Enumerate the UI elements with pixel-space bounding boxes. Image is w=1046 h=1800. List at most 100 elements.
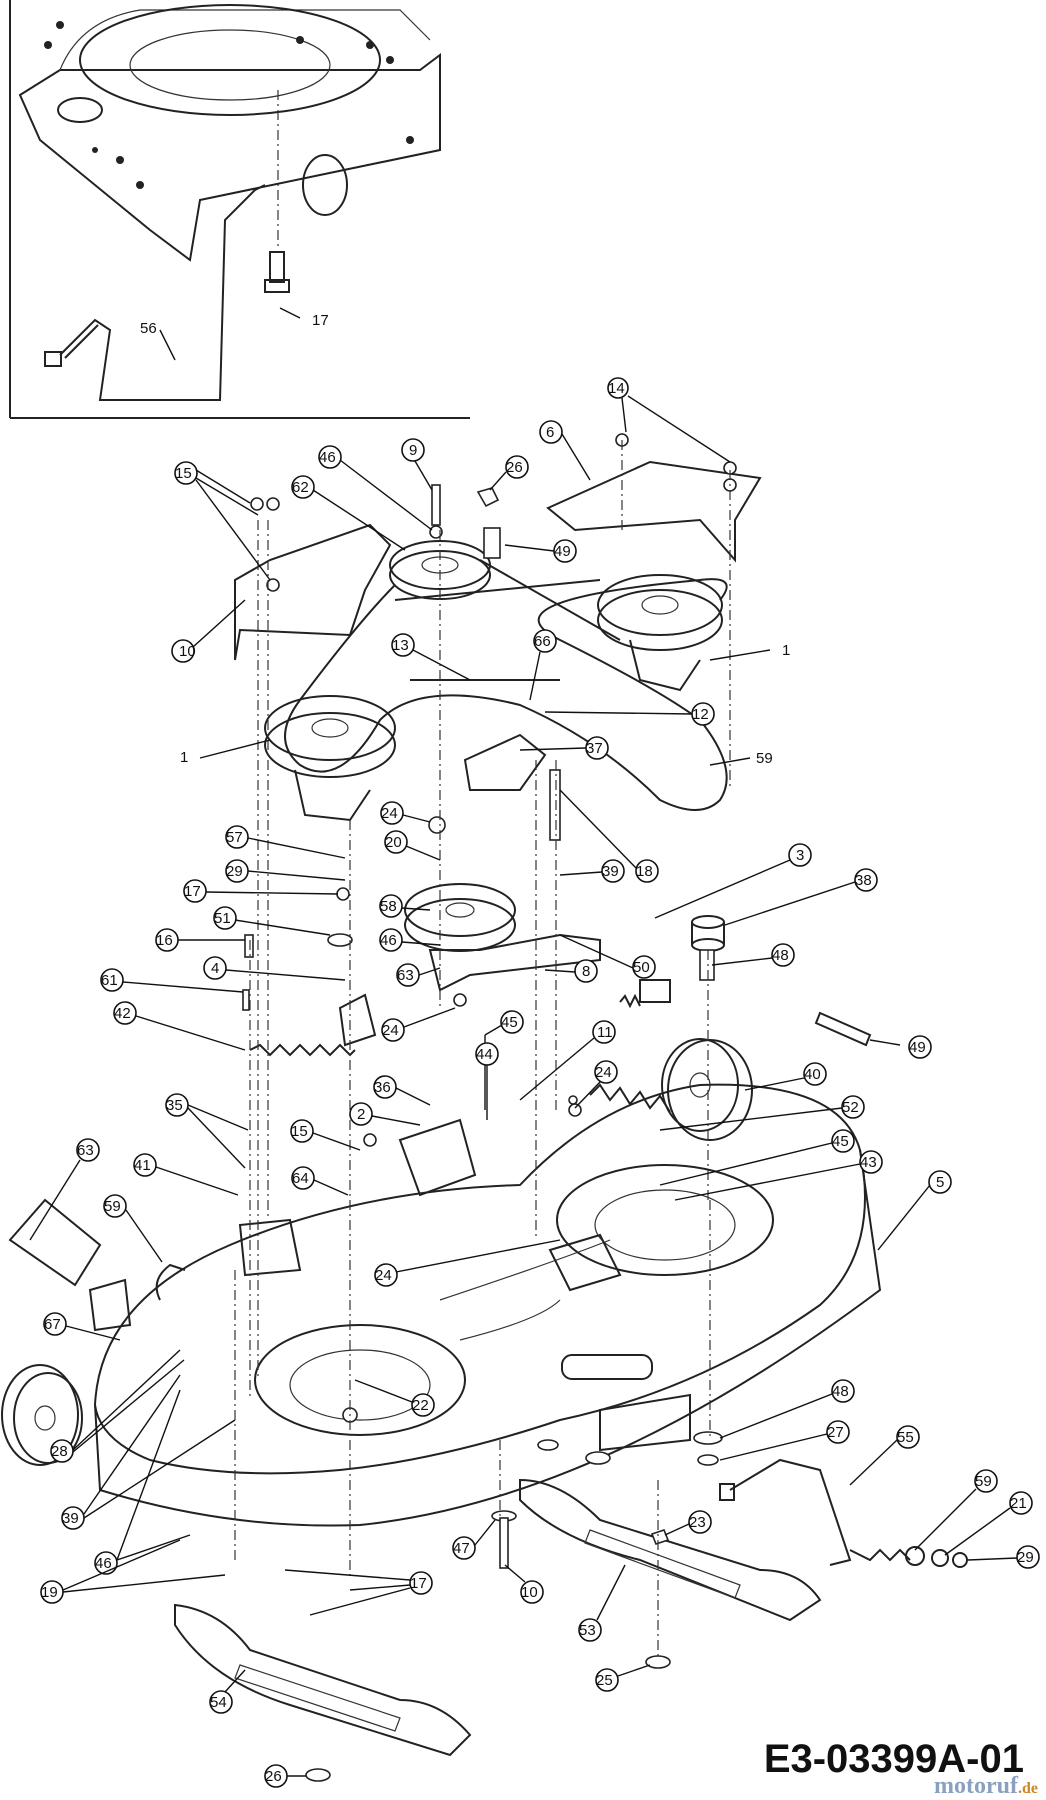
callout-labels: 56 17 14 6 15 26 9 46 62 49 10 13 66 1 1… (29, 307, 1040, 1788)
svg-text:51: 51 (214, 910, 231, 927)
callout-50-b: 50 (559, 934, 656, 979)
svg-text:37: 37 (586, 740, 603, 757)
callout-24-b: 24 (381, 1007, 456, 1042)
callout-11: 11 (519, 1020, 616, 1101)
svg-text:62: 62 (292, 479, 309, 496)
pulley-left-spindle (264, 695, 396, 822)
svg-text:55: 55 (897, 1429, 914, 1446)
svg-text:29: 29 (1017, 1549, 1034, 1566)
callout-10: 10 (504, 1564, 544, 1604)
svg-text:41: 41 (134, 1157, 151, 1174)
callout-15-left: 15 (174, 461, 271, 581)
svg-text:46: 46 (95, 1555, 112, 1572)
callout-29: 29 (967, 1545, 1040, 1569)
svg-text:24: 24 (595, 1064, 612, 1081)
inset-frame-view (9, 0, 470, 419)
callout-38: 43 (674, 1150, 883, 1201)
svg-text:40: 40 (804, 1066, 821, 1083)
callout-56: 57 (225, 825, 346, 859)
svg-text:24: 24 (375, 1267, 392, 1284)
svg-text:15: 15 (175, 465, 192, 482)
callout-54: 55 (849, 1425, 920, 1486)
gauge-wheel-left (1, 1364, 83, 1466)
svg-text:61: 61 (101, 972, 118, 989)
callout-67: 67 (43, 1312, 121, 1341)
callout-41: 44 (475, 1042, 499, 1120)
callout-66: 66 (529, 629, 557, 701)
callout-8: 8 (544, 959, 598, 983)
svg-text:15: 15 (291, 1123, 308, 1140)
svg-text:49: 49 (554, 543, 571, 560)
idler-arm-bracket (428, 933, 601, 992)
callout-17-b: 17 (183, 879, 339, 903)
callout-24-c: 24 (574, 1060, 618, 1109)
callout-64: 63 (29, 1138, 100, 1241)
svg-text:27: 27 (827, 1424, 844, 1441)
callout-13: 12 (544, 702, 715, 726)
drive-belt (284, 578, 728, 811)
watermark-logo: motoruf.de (934, 1773, 1038, 1800)
watermark-suffix: .de (1018, 1780, 1038, 1797)
svg-text:17: 17 (184, 883, 201, 900)
callout-65: 64 (291, 1166, 349, 1196)
svg-text:29: 29 (226, 863, 243, 880)
tension-spring (249, 1043, 356, 1057)
callout-16: 16 (155, 928, 245, 952)
svg-text:25: 25 (596, 1672, 613, 1689)
callout-19: 19 (40, 1539, 226, 1604)
svg-text:56: 56 (140, 320, 157, 337)
callout-23: 23 (664, 1510, 712, 1536)
svg-text:24: 24 (382, 1022, 399, 1039)
callout-63-top: 62 (291, 475, 406, 551)
callout-3: 3 (654, 843, 812, 919)
callout-14: 13 (391, 633, 471, 681)
callout-24-a: 24 (380, 801, 431, 825)
callout-57: 58 (379, 894, 431, 918)
callout-48: 48 (711, 943, 795, 967)
svg-text:49: 49 (909, 1039, 926, 1056)
svg-text:45: 45 (832, 1133, 849, 1150)
callout-4: 4 (203, 956, 346, 981)
svg-text:59: 59 (104, 1198, 121, 1215)
callout-44: 48 (719, 1379, 855, 1439)
svg-text:17: 17 (410, 1575, 427, 1592)
callout-18: 18 (559, 789, 659, 883)
svg-text:21: 21 (1010, 1495, 1027, 1512)
callout-32: 36 (373, 1075, 431, 1106)
callout-1-right: 1 (709, 642, 790, 661)
callout-27: 27 (719, 1420, 850, 1461)
svg-text:3: 3 (796, 847, 804, 864)
svg-text:53: 53 (579, 1622, 596, 1639)
callout-37: 42 (113, 1001, 246, 1051)
callout-25-right: 25 (595, 1664, 651, 1692)
callout-43: 45 (659, 1129, 855, 1186)
svg-text:52: 52 (842, 1099, 859, 1116)
svg-text:10: 10 (521, 1584, 538, 1601)
svg-text:16: 16 (156, 932, 173, 949)
svg-text:59: 59 (756, 750, 773, 767)
callout-40: 40 (744, 1062, 827, 1091)
callout-53-right: 53 (578, 1564, 626, 1642)
callout-15-top: 14 (607, 377, 731, 463)
callout-17a: 17 (279, 307, 329, 329)
callout-1-left: 1 (180, 739, 271, 766)
callout-63-b: 63 (396, 963, 441, 987)
belt-cover-shield-right (546, 460, 762, 563)
svg-text:14: 14 (608, 380, 625, 397)
svg-text:10: 10 (179, 643, 196, 660)
svg-text:46: 46 (319, 449, 336, 466)
svg-text:57: 57 (226, 829, 243, 846)
svg-text:39: 39 (602, 863, 619, 880)
lift-arm (729, 1458, 852, 1566)
svg-text:22: 22 (412, 1397, 429, 1414)
callout-6: 10 (171, 599, 246, 663)
callout-30: 29 (225, 859, 346, 883)
svg-text:64: 64 (292, 1170, 309, 1187)
svg-text:23: 23 (689, 1514, 706, 1531)
svg-text:59: 59 (975, 1473, 992, 1490)
svg-text:43: 43 (860, 1154, 877, 1171)
svg-text:18: 18 (636, 863, 653, 880)
svg-text:39: 39 (62, 1510, 79, 1527)
svg-text:47: 47 (453, 1540, 470, 1557)
callout-39: 39 (559, 859, 625, 883)
